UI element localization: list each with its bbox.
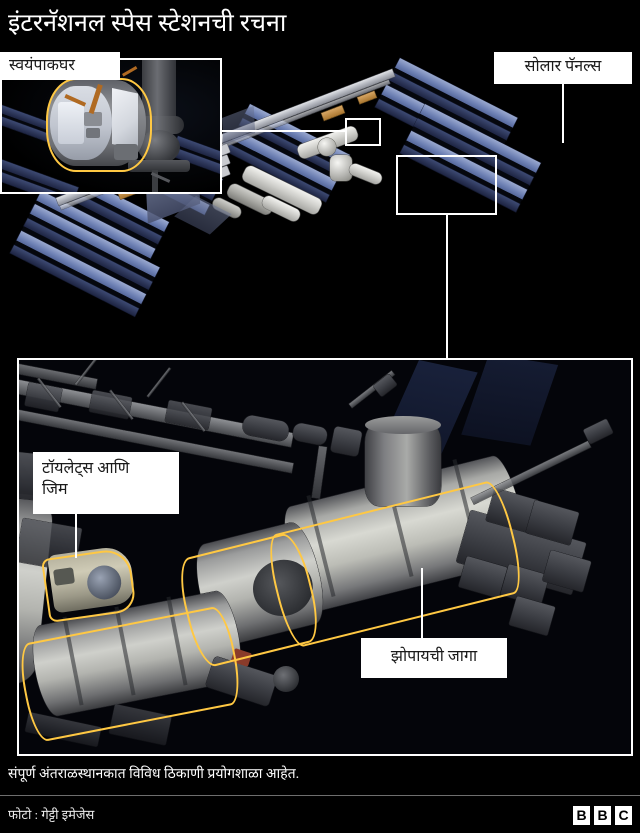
inset-kitchen-storage-unit [86, 128, 100, 138]
label-toilets-gym-line2: जिम [42, 481, 68, 498]
kitchen-inset-image [0, 58, 222, 194]
photo-credit: फोटो : गेट्टी इमेजेस [8, 807, 95, 822]
inset-docking-column [142, 60, 176, 120]
inset-docking-base [128, 160, 190, 172]
label-toilets-gym-line1: टॉयलेट्स आणि [42, 460, 130, 477]
detail-boom-end [583, 418, 614, 445]
label-kitchen-text: स्वयंपाकघर [9, 57, 75, 74]
leader-sleeping-area [421, 568, 423, 638]
label-toilets-gym: टॉयलेट्स आणि जिम [33, 452, 179, 514]
leader-habitation [446, 215, 448, 358]
detail-mast [311, 446, 327, 499]
label-solar-panels-text: सोलार पॅनल्स [524, 58, 602, 75]
detail-docking-node [330, 426, 363, 457]
leader-kitchen [222, 130, 345, 132]
leader-toilets-gym [75, 514, 77, 558]
inset-kitchen-wall-panel [58, 102, 84, 144]
detail-module-tank [365, 422, 441, 506]
kitchen-highlight-outline [46, 78, 152, 172]
detail-truss-box [164, 400, 213, 430]
detail-robot-arm-joint [373, 373, 398, 398]
label-kitchen: स्वयंपाकघर [0, 52, 120, 80]
habitation-detail-image [17, 358, 633, 756]
label-solar-panels: सोलार पॅनल्स [494, 52, 632, 84]
highlight-box-habitation [396, 155, 497, 215]
bbc-logo-b2: B [594, 806, 611, 825]
highlight-box-kitchen [345, 118, 381, 146]
bbc-logo-c: C [615, 806, 632, 825]
label-sleeping-area-text: झोपायची जागा [390, 648, 478, 665]
module-arm [347, 162, 384, 186]
detail-equipment-box [508, 596, 556, 636]
inset-docking-collar [134, 116, 184, 134]
module-cupola [330, 155, 352, 181]
bbc-logo: B B C [573, 806, 632, 825]
inset-kitchen-galley-unit [84, 112, 102, 126]
bbc-logo-b1: B [573, 806, 590, 825]
module-node-sphere [318, 138, 336, 156]
inset-docking-mast [152, 170, 158, 192]
label-sleeping-area: झोपायची जागा [361, 638, 507, 678]
caption-text: संपूर्ण अंतराळस्थानकात विविध ठिकाणी प्रय… [8, 767, 300, 782]
detail-module-tank-top [365, 416, 441, 434]
detail-truss-box [88, 390, 133, 420]
toilets-gym-highlight-outline [40, 547, 138, 623]
page-title: इंटरनॅशनल स्पेस स्टेशनची रचना [8, 10, 287, 37]
detail-truss-diagonal [147, 367, 171, 398]
footer-divider [0, 795, 640, 796]
leader-solar-panels [562, 84, 564, 143]
detail-docking-adapter [291, 422, 329, 447]
detail-docking-port-cone [273, 666, 299, 692]
